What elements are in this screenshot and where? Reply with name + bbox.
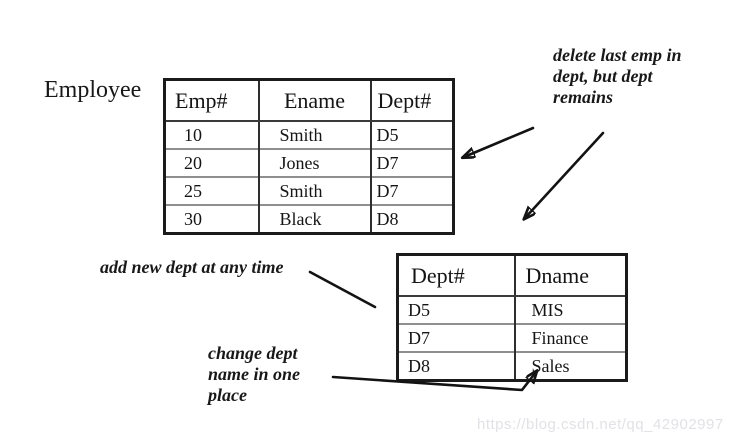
department-col-dname: Dname — [513, 254, 628, 297]
cell-emp-no: 30 — [163, 204, 260, 234]
cell-dname: Finance — [513, 323, 628, 352]
line-add-note-to-department-table — [308, 270, 377, 309]
cell-dept-no: D8 — [369, 204, 455, 234]
employee-table-title: Employee — [44, 77, 142, 103]
employee-table: Emp# Ename Dept# 10 Smith D5 20 Jones D7… — [163, 78, 455, 235]
cell-ename: Smith — [257, 176, 372, 205]
cell-dname: Sales — [513, 351, 628, 381]
table-row: D7 Finance — [396, 323, 628, 352]
cell-dept-no: D7 — [369, 148, 455, 177]
cell-emp-no: 25 — [163, 176, 260, 205]
department-col-dept: Dept# — [396, 254, 516, 297]
department-table: Dept# Dname D5 MIS D7 Finance D8 Sales — [396, 253, 628, 382]
cell-dept-no: D7 — [396, 323, 516, 352]
employee-header-row: Emp# Ename Dept# — [163, 79, 455, 122]
table-row: D5 MIS — [396, 295, 628, 324]
table-row: D8 Sales — [396, 351, 628, 381]
arrow-delete-to-employee-table — [464, 126, 535, 157]
cell-emp-no: 10 — [163, 120, 260, 149]
cell-dept-no: D7 — [369, 176, 455, 205]
note-delete-last-emp: delete last emp in dept, but dept remain… — [553, 45, 682, 107]
table-row: 20 Jones D7 — [163, 148, 455, 177]
employee-col-ename: Ename — [257, 79, 372, 122]
table-row: 30 Black D8 — [163, 204, 455, 234]
watermark-url: https://blog.csdn.net/qq_42902997 — [477, 416, 724, 433]
note-add-new-dept: add new dept at any time — [100, 257, 284, 277]
cell-dept-no: D5 — [396, 295, 516, 324]
department-header-row: Dept# Dname — [396, 254, 628, 297]
cell-dept-no: D8 — [396, 351, 516, 381]
cell-ename: Jones — [257, 148, 372, 177]
table-row: 25 Smith D7 — [163, 176, 455, 205]
cell-ename: Smith — [257, 120, 372, 149]
cell-emp-no: 20 — [163, 148, 260, 177]
table-row: 10 Smith D5 — [163, 120, 455, 149]
cell-dept-no: D5 — [369, 120, 455, 149]
cell-ename: Black — [257, 204, 372, 234]
arrow-delete-to-department-table — [525, 131, 605, 218]
employee-col-emp: Emp# — [163, 79, 260, 122]
cell-dname: MIS — [513, 295, 628, 324]
note-change-dept-name: change dept name in one place — [208, 343, 301, 405]
employee-col-dept: Dept# — [369, 79, 455, 122]
